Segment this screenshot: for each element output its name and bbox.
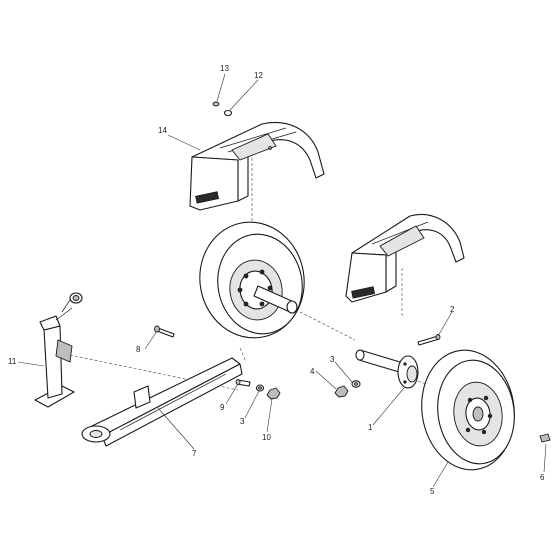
callout-12: 12 <box>254 71 263 80</box>
callout-2: 2 <box>450 305 455 314</box>
callout-3-drawbar: 3 <box>240 417 245 426</box>
left-fender <box>189 122 325 211</box>
callout-7: 7 <box>192 449 197 458</box>
callout-labels: 1 2 3 3 4 5 6 7 8 9 10 11 12 13 14 <box>8 64 545 496</box>
left-wheel <box>199 221 305 339</box>
callout-14: 14 <box>158 126 167 135</box>
callout-4: 4 <box>310 367 315 376</box>
drawbar <box>81 357 243 447</box>
axle-hub <box>355 349 419 389</box>
leader-lines <box>17 73 547 488</box>
callout-8: 8 <box>136 345 141 354</box>
callout-5: 5 <box>430 487 435 496</box>
drawbar-pin <box>235 379 251 387</box>
wheel-bolt <box>539 433 551 443</box>
right-wheel <box>421 349 515 471</box>
fender-screw <box>212 101 220 107</box>
right-fender <box>345 214 465 303</box>
callout-1: 1 <box>368 423 373 432</box>
axle-nut <box>334 385 349 398</box>
callout-9: 9 <box>220 403 225 412</box>
jack-stand <box>34 292 83 408</box>
drawbar-nut <box>266 387 281 400</box>
callout-3-axle: 3 <box>330 355 335 364</box>
callout-13: 13 <box>220 64 229 73</box>
axle-pin <box>417 334 441 346</box>
drawbar-washer <box>255 384 265 392</box>
drawbar-bolt <box>154 325 175 338</box>
callout-11: 11 <box>8 357 17 366</box>
axle-washer <box>351 380 361 388</box>
callout-10: 10 <box>262 433 271 442</box>
callout-6: 6 <box>540 473 545 482</box>
fender-washer <box>223 109 233 117</box>
